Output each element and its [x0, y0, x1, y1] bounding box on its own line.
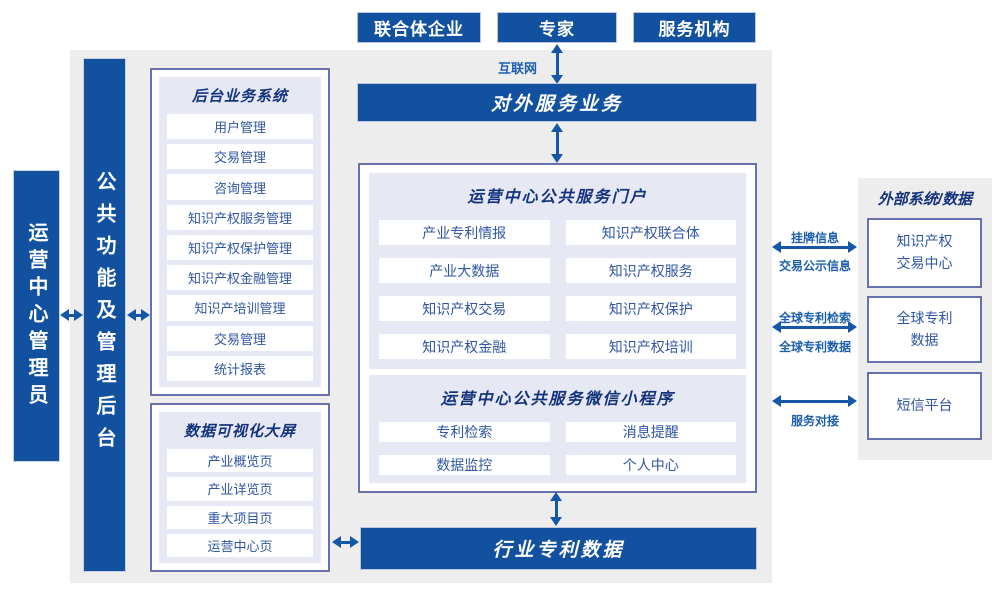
portal-item: 产业大数据 — [379, 258, 550, 283]
actor-box-expert: 专家 — [497, 12, 617, 43]
actor-box-consortium: 联合体企业 — [357, 12, 481, 43]
industry-patent-bar: 行业专利数据 — [360, 527, 757, 570]
portal-panel: 运营中心公共服务门户 产业专利情报 知识产权联合体 产业大数据 知识产权服务 知… — [369, 173, 746, 369]
dashboard-panel: 数据可视化大屏 产业概览页 产业详览页 重大项目页 运营中心页 — [159, 412, 321, 563]
backend-system-box: 后台业务系统 用户管理 交易管理 咨询管理 知识产权服务管理 知识产权保护管理 … — [150, 68, 330, 396]
portal-item: 知识产权交易 — [379, 296, 550, 321]
miniprogram-item: 数据监控 — [379, 455, 550, 475]
dashboard-list: 产业概览页 产业详览页 重大项目页 运营中心页 — [167, 449, 313, 557]
external-system-label: 数据 — [910, 331, 939, 348]
arrow-center-patent-icon — [550, 492, 562, 526]
dashboard-item: 产业概览页 — [167, 449, 313, 473]
arrow-internet-icon — [551, 44, 563, 84]
admin-rail: 运营中心管理员 — [13, 170, 60, 462]
dashboard-item: 运营中心页 — [167, 533, 313, 557]
external-system-global-patent-data: 全球专利 数据 — [867, 296, 982, 363]
external-system-label: 短信平台 — [896, 397, 953, 414]
dashboard-title: 数据可视化大屏 — [183, 423, 296, 440]
backend-system-list: 用户管理 交易管理 咨询管理 知识产权服务管理 知识产权保护管理 知识产权金融管… — [167, 114, 313, 381]
backend-item: 交易管理 — [167, 144, 313, 170]
dashboard-item: 产业详览页 — [167, 477, 313, 501]
external-system-label: 交易中心 — [896, 255, 953, 271]
miniprogram-item: 消息提醒 — [565, 422, 736, 442]
arrow-admin-backend-icon — [60, 309, 83, 321]
portal-grid: 产业专利情报 知识产权联合体 产业大数据 知识产权服务 知识产权交易 知识产权保… — [377, 218, 738, 363]
global-patent-data-label: 全球专利数据 — [778, 340, 851, 354]
portal-item: 知识产权保护 — [565, 296, 736, 321]
backend-rail: 公共功能及管理后台 — [83, 58, 126, 572]
backend-item: 知识产权服务管理 — [167, 204, 313, 230]
portal-item: 知识产权培训 — [565, 334, 736, 359]
service-connect-label: 服务对接 — [790, 414, 839, 428]
portal-item: 知识产权金融 — [379, 334, 550, 359]
miniprogram-panel: 运营中心公共服务微信小程序 专利检索 消息提醒 数据监控 个人中心 — [369, 375, 746, 483]
actor-box-agency: 服务机构 — [633, 12, 756, 43]
arrow-global-patent-icon — [772, 321, 857, 333]
portal-item: 产业专利情报 — [379, 220, 550, 245]
external-system-sms-platform: 短信平台 — [867, 372, 982, 440]
miniprogram-item: 个人中心 — [565, 455, 736, 475]
miniprogram-item: 专利检索 — [379, 422, 550, 442]
backend-item: 交易管理 — [167, 325, 313, 351]
internet-label: 互联网 — [498, 61, 538, 76]
arrow-backend-system-icon — [127, 309, 150, 321]
external-system-label: 知识产权 — [896, 233, 953, 250]
global-patent-search-label: 全球专利检索 — [778, 311, 851, 325]
backend-item: 知识产权保护管理 — [167, 234, 313, 261]
arrow-service-portal-icon — [551, 123, 563, 163]
backend-system-panel: 后台业务系统 用户管理 交易管理 咨询管理 知识产权服务管理 知识产权保护管理 … — [159, 77, 321, 387]
miniprogram-grid: 专利检索 消息提醒 数据监控 个人中心 — [377, 420, 738, 477]
portal-item: 知识产权联合体 — [565, 220, 736, 245]
arrow-sms-platform-icon — [772, 395, 857, 407]
portal-item: 知识产权服务 — [565, 258, 736, 283]
listing-info-label: 挂牌信息 — [790, 231, 839, 245]
backend-item: 知识产培训管理 — [167, 295, 313, 321]
portal-title: 运营中心公共服务门户 — [467, 189, 648, 206]
external-service-bar: 对外服务业务 — [357, 83, 757, 122]
backend-item: 知识产权金融管理 — [167, 265, 313, 291]
dashboard-box: 数据可视化大屏 产业概览页 产业详览页 重大项目页 运营中心页 — [150, 403, 330, 572]
backend-item: 用户管理 — [167, 114, 313, 140]
backend-item: 咨询管理 — [167, 174, 313, 200]
backend-item: 统计报表 — [167, 355, 313, 381]
arrow-trade-center-icon — [772, 241, 857, 253]
external-system-label: 全球专利 — [896, 309, 953, 326]
backend-system-title: 后台业务系统 — [191, 88, 288, 105]
miniprogram-title: 运营中心公共服务微信小程序 — [440, 391, 675, 408]
external-panel-title: 外部系统/数据 — [877, 191, 973, 208]
center-services-box: 运营中心公共服务门户 产业专利情报 知识产权联合体 产业大数据 知识产权服务 知… — [358, 163, 757, 493]
arrow-dashboard-patent-icon — [332, 536, 359, 548]
trade-publicity-label: 交易公示信息 — [778, 259, 851, 273]
external-system-ip-trade-center: 知识产权 交易中心 — [867, 218, 982, 288]
dashboard-item: 重大项目页 — [167, 505, 313, 529]
